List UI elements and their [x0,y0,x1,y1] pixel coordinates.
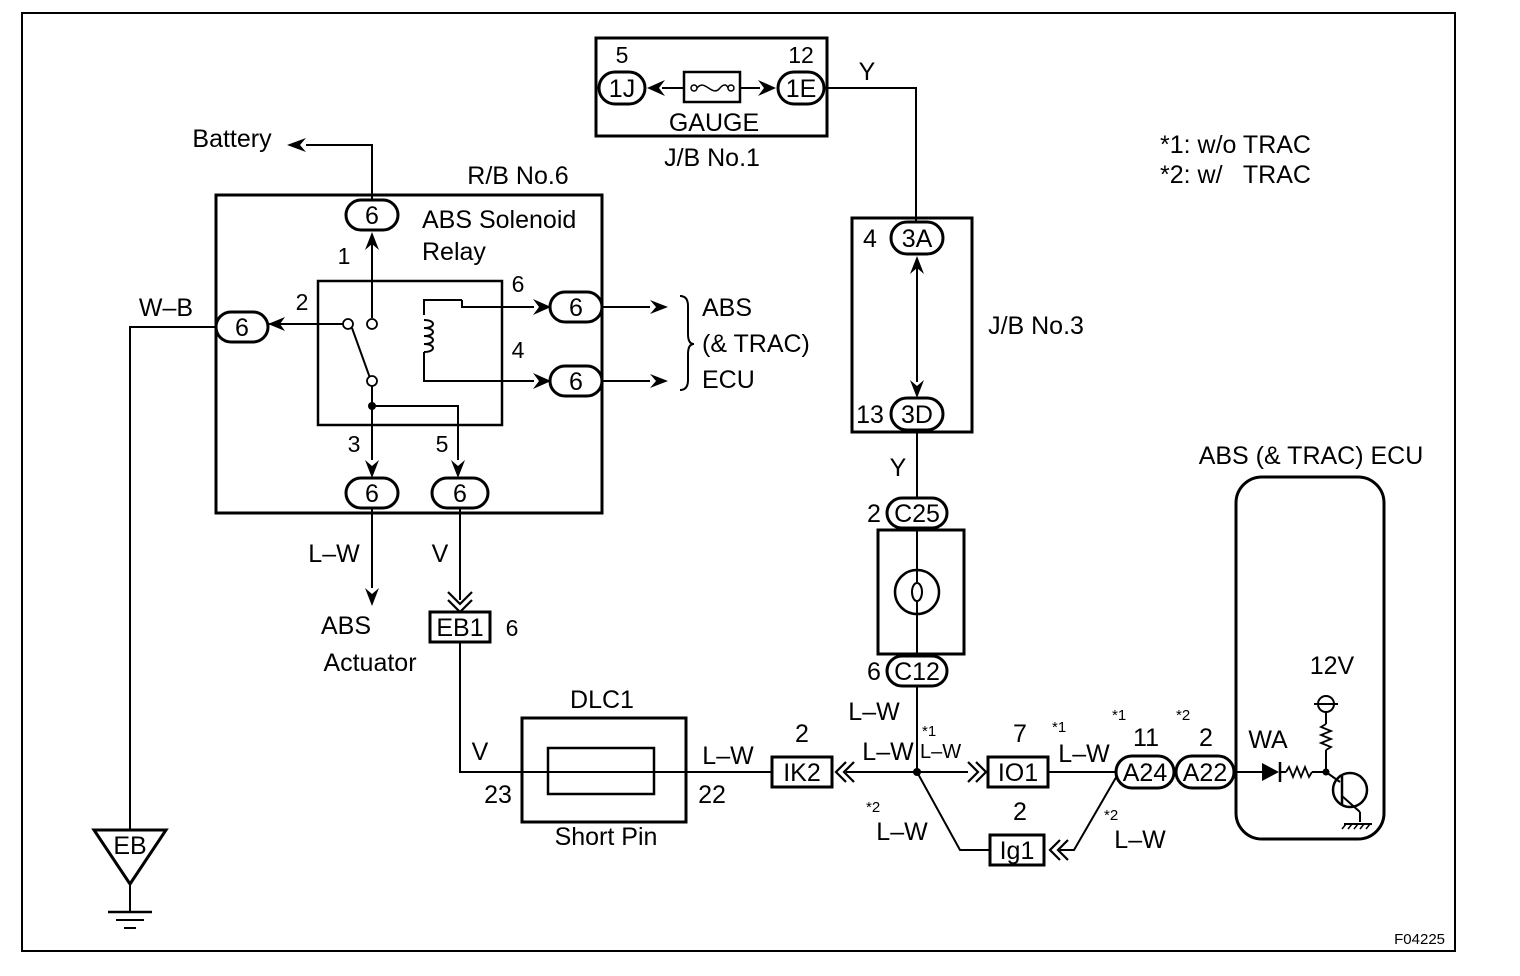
ecu-voltage: 12V [1310,652,1355,680]
connector-eb1 [428,610,492,644]
wire-v-bottom: V [472,738,489,766]
wire-y-middle: Y [890,454,907,482]
dlc1-block: DLC1 23 22 Short Pin [484,686,726,851]
wire-v-top: V [432,540,449,568]
note-a22: *2 [1176,707,1190,724]
jb1-block: 1J 5 1E 12 GAUGE J/B No.1 [594,36,829,172]
connector-io1-pin: 7 [1013,720,1027,748]
ground-eb: EB [91,828,169,929]
note-star2-a: *2 [866,799,880,816]
svg-text:3D: 3D [901,401,933,429]
svg-text:6: 6 [365,480,379,508]
abs-ecu-line2: (& TRAC) [702,330,810,358]
rb6-block: R/B No.6 ABS Solenoid Relay 6 1 2 6 6 6 … [214,162,604,515]
meter-block: C25 2 C12 6 [867,496,966,688]
diagram-frame [21,12,1456,952]
svg-text:3A: 3A [902,225,933,253]
dlc1-name: DLC1 [570,686,634,714]
rb6-pin-6: 6 [512,271,525,297]
wire-y-top: Y [859,58,876,86]
jb1-left-pin: 5 [616,42,629,68]
relay-box [316,279,504,427]
ecu-brace [679,295,695,391]
jb3-bottom-pin: 13 [856,401,884,429]
svg-text:6: 6 [365,202,379,230]
connector-eb1-pin: 6 [506,615,519,641]
svg-text:6: 6 [569,294,583,322]
connector-ik2-pin: 2 [795,720,809,748]
svg-text:C12: C12 [894,658,940,686]
wire-lw-star1: L–W [920,741,961,763]
wire-lw-meter: L–W [848,698,900,726]
wire-lw-star2: L–W [876,818,928,846]
jb1-right-connector-label: 1E [786,75,817,103]
wire-lw-io1: L–W [1058,740,1110,768]
meter-c25-pin: 2 [867,500,881,528]
svg-text:EB1: EB1 [436,614,483,642]
battery-label: Battery [192,125,272,153]
ecu-block: ABS (& TRAC) ECU WA 12V [1199,442,1424,841]
note-star1-a: *1 [922,723,936,740]
abs-ecu-line1: ABS [702,294,752,322]
wire-lw-ik2: L–W [862,738,914,766]
dlc1-pin-22: 22 [698,781,726,809]
rb6-pin-4: 4 [512,337,525,363]
note-a24: *1 [1112,707,1126,724]
svg-text:IO1: IO1 [998,759,1038,787]
connector-a24 [1114,754,1176,790]
relay-name-line1: ABS Solenoid [422,206,576,234]
gauge-fuse-label: GAUGE [669,109,759,137]
svg-text:EB: EB [113,832,146,860]
rb6-pin-2: 2 [296,289,309,315]
dlc1-caption: Short Pin [555,823,658,851]
diode-icon [1262,763,1279,781]
svg-text:C25: C25 [894,500,940,528]
connector-ik2 [770,755,834,789]
figure-id: F04225 [1394,931,1445,948]
jb3-top-connector [889,220,945,256]
svg-text:Ig1: Ig1 [1000,837,1035,865]
jb1-left-connector [597,70,647,106]
connector-a24-pin: 11 [1133,724,1159,752]
rb6-pin-5: 5 [436,431,449,457]
note-2: *2: w/ TRAC [1160,161,1311,189]
ecu-terminal-wa: WA [1248,726,1288,754]
abs-actuator-line2: Actuator [323,649,416,677]
svg-text:6: 6 [235,314,249,342]
svg-text:A24: A24 [1123,759,1168,787]
wire-lw-ig1: L–W [1114,826,1166,854]
jb1-left-connector-label: 1J [609,75,635,103]
jb3-top-pin: 4 [863,225,877,253]
wire-lw-dlc: L–W [702,742,754,770]
wire-lw-actuator: L–W [308,540,360,568]
meter-c12-pin: 6 [867,658,881,686]
rb6-connector-top [344,198,400,232]
jb3-name: J/B No.3 [988,312,1084,340]
svg-text:A22: A22 [1183,759,1227,787]
note-star1-b: *1 [1052,719,1066,736]
note-1: *1: w/o TRAC [1160,131,1311,159]
svg-text:6: 6 [453,480,467,508]
jb3-block: 3A 4 3D 13 [850,216,974,434]
abs-ecu-line3: ECU [702,366,755,394]
jb1-right-pin: 12 [788,42,814,68]
rb6-pin-1: 1 [338,243,351,269]
dlc1-pin-23: 23 [484,781,512,809]
connector-ig1 [988,833,1046,867]
connector-a22-pin: 2 [1199,724,1213,752]
relay-name-line2: Relay [422,238,486,266]
rb6-name: R/B No.6 [467,162,568,190]
rb6-pin-3: 3 [348,431,361,457]
jb1-name: J/B No.1 [664,144,760,172]
connector-ig1-pin: 2 [1013,798,1027,826]
abs-actuator-line1: ABS [321,612,371,640]
svg-text:IK2: IK2 [783,759,821,787]
svg-text:6: 6 [569,368,583,396]
wire-wb: W–B [139,294,193,322]
ecu-title: ABS (& TRAC) ECU [1199,442,1424,470]
connector-io1 [986,755,1050,789]
note-star2-b: *2 [1104,807,1118,824]
